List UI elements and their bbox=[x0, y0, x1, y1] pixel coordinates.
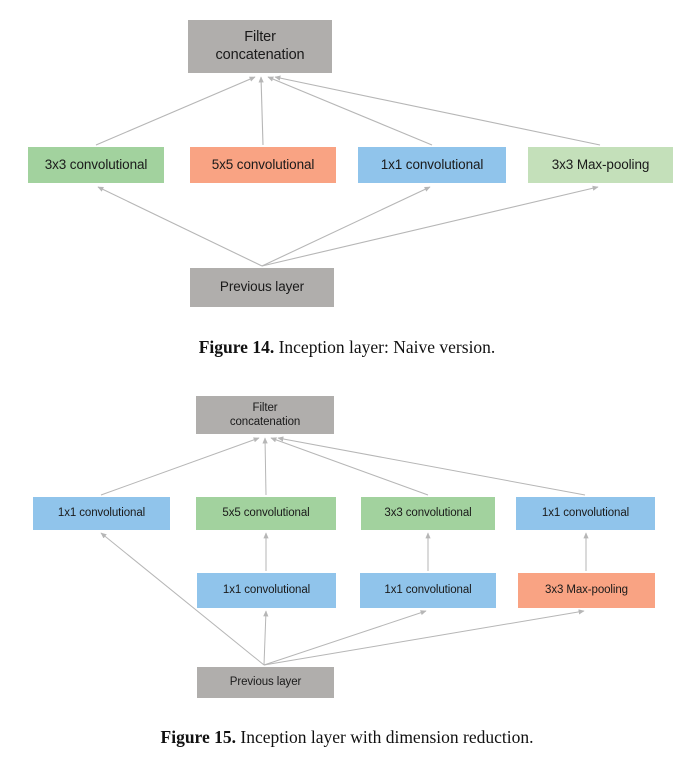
node-1x1-convolutional-left: 1x1 convolutional bbox=[33, 497, 170, 530]
figure-14-caption: Figure 14. Inception layer: Naive versio… bbox=[0, 337, 694, 358]
edge-conv1-to-concat bbox=[267, 76, 433, 146]
node-1x1-convolutional-reduce-3x3: 1x1 convolutional bbox=[360, 573, 496, 608]
edge-prev-to-conv1b bbox=[263, 610, 269, 666]
edge-prev-to-conv1c bbox=[263, 610, 427, 666]
figure-14-diagram: Filter concatenation 3x3 convolutional 5… bbox=[0, 0, 694, 330]
edge-conv3-to-concat bbox=[270, 437, 429, 496]
edge-pool-to-concat bbox=[274, 75, 601, 146]
edge-prev-to-conv3 bbox=[97, 186, 263, 267]
edge-conv1a-to-concat bbox=[100, 437, 260, 496]
figure-15-caption-label: Figure 15. bbox=[160, 727, 237, 747]
node-previous-layer: Previous layer bbox=[197, 667, 334, 698]
node-1x1-convolutional-reduce-5x5: 1x1 convolutional bbox=[197, 573, 336, 608]
edge-conv1d-to-concat bbox=[277, 436, 586, 496]
node-5x5-convolutional: 5x5 convolutional bbox=[196, 497, 336, 530]
edge-conv5-to-concat bbox=[258, 76, 264, 146]
edge-prev-to-pool bbox=[263, 609, 585, 666]
figure-14-caption-label: Figure 14. bbox=[198, 337, 275, 357]
figure-15-diagram: Filter concatenation 1x1 convolutional 5… bbox=[0, 380, 694, 710]
node-3x3-max-pooling: 3x3 Max-pooling bbox=[528, 147, 673, 183]
node-filter-concatenation: Filter concatenation bbox=[196, 396, 334, 434]
node-previous-layer: Previous layer bbox=[190, 268, 334, 307]
node-3x3-max-pooling: 3x3 Max-pooling bbox=[518, 573, 655, 608]
node-1x1-convolutional-right: 1x1 convolutional bbox=[516, 497, 655, 530]
figure-15-caption-text: Inception layer with dimension reduction… bbox=[240, 727, 534, 747]
edge-conv5-to-concat bbox=[262, 437, 268, 496]
node-filter-concatenation: Filter concatenation bbox=[188, 20, 332, 73]
node-3x3-convolutional: 3x3 convolutional bbox=[361, 497, 495, 530]
edge-prev-to-conv1 bbox=[261, 186, 431, 267]
figure-14-caption-text: Inception layer: Naive version. bbox=[278, 337, 496, 357]
edge-prev-to-pool bbox=[261, 185, 599, 267]
node-1x1-convolutional: 1x1 convolutional bbox=[358, 147, 506, 183]
node-3x3-convolutional: 3x3 convolutional bbox=[28, 147, 164, 183]
edge-conv3-to-concat bbox=[95, 76, 256, 146]
node-5x5-convolutional: 5x5 convolutional bbox=[190, 147, 336, 183]
figure-15-edges bbox=[100, 436, 589, 666]
figure-15-caption: Figure 15. Inception layer with dimensio… bbox=[0, 727, 694, 748]
